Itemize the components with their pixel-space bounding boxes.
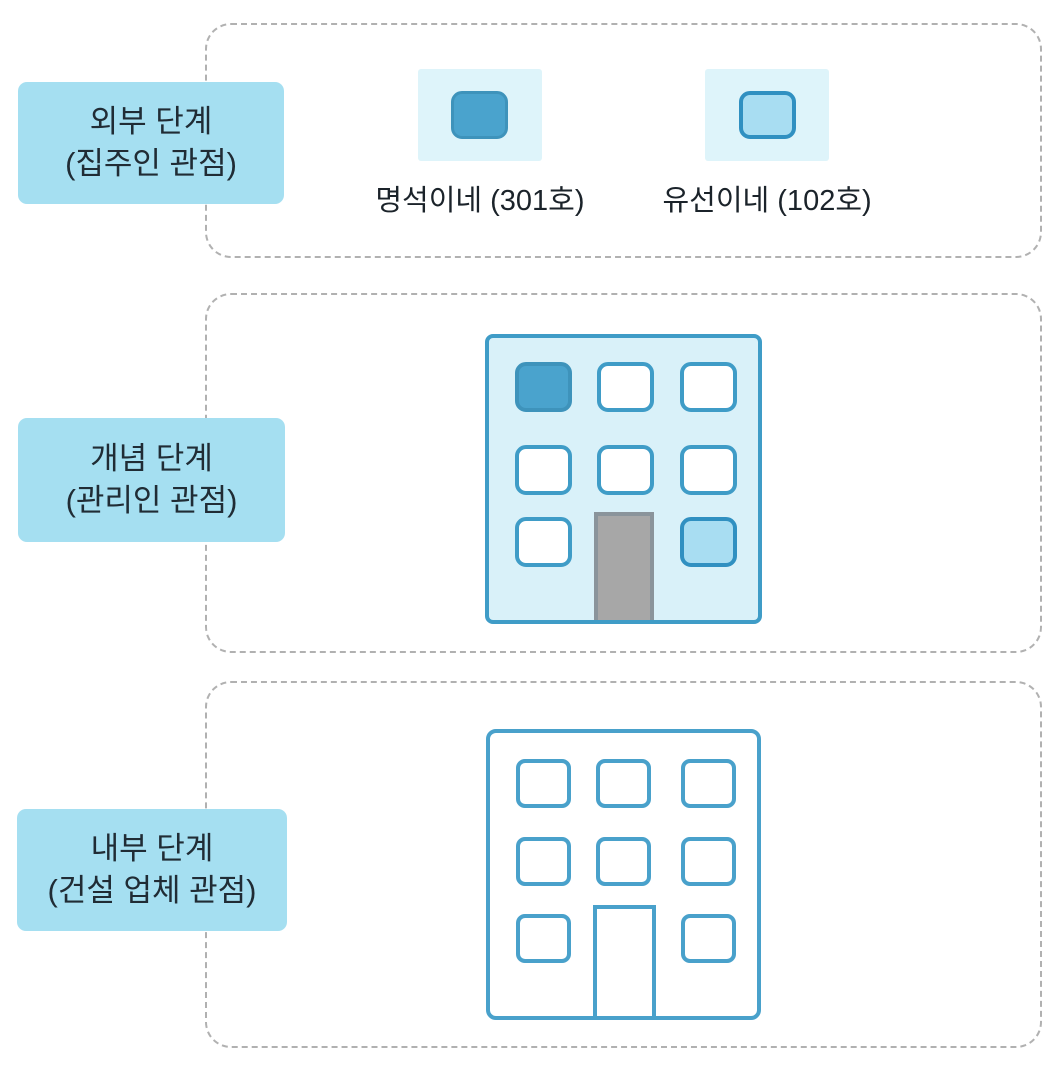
unit-301-swatch-background bbox=[417, 69, 542, 161]
conceptual-level-name: 개념 단계 bbox=[90, 441, 213, 476]
unit-301-caption: 명석이네 (301호) bbox=[375, 185, 585, 217]
internal-level-name: 내부 단계 bbox=[90, 831, 214, 866]
door bbox=[594, 512, 654, 620]
window-unit-102 bbox=[680, 517, 737, 567]
external-view-unit-301: 명석이네 (301호) bbox=[375, 69, 585, 219]
window bbox=[597, 445, 654, 495]
external-level-label: 외부 단계 (집주인 관점) bbox=[18, 82, 284, 204]
unit-102-swatch-icon bbox=[738, 91, 796, 139]
external-level-perspective: (집주인 관점) bbox=[65, 146, 237, 181]
door bbox=[593, 905, 656, 1016]
internal-building-illustration bbox=[486, 729, 761, 1020]
internal-level-perspective: (건설 업체 관점) bbox=[47, 873, 257, 908]
internal-level-panel bbox=[205, 681, 1042, 1048]
window bbox=[515, 445, 572, 495]
window bbox=[680, 445, 737, 495]
window bbox=[680, 362, 737, 412]
external-view-unit-102: 유선이네 (102호) bbox=[663, 69, 872, 219]
window bbox=[516, 837, 571, 886]
conceptual-building-wrap bbox=[207, 295, 1040, 624]
conceptual-level-label: 개념 단계 (관리인 관점) bbox=[18, 418, 285, 542]
external-views-row: 명석이네 (301호) 유선이네 (102호) bbox=[207, 25, 1040, 219]
unit-102-swatch-background bbox=[705, 69, 830, 161]
internal-building-wrap bbox=[207, 683, 1040, 1020]
window bbox=[596, 837, 651, 886]
window bbox=[516, 914, 571, 963]
window bbox=[681, 837, 736, 886]
window-unit-301 bbox=[515, 362, 572, 412]
window bbox=[596, 759, 651, 808]
external-level-panel: 명석이네 (301호) 유선이네 (102호) bbox=[205, 23, 1042, 258]
window bbox=[681, 759, 736, 808]
window bbox=[597, 362, 654, 412]
internal-level-label: 내부 단계 (건설 업체 관점) bbox=[17, 809, 287, 931]
conceptual-level-perspective: (관리인 관점) bbox=[65, 483, 238, 518]
unit-301-swatch-icon bbox=[451, 91, 509, 139]
window bbox=[515, 517, 572, 567]
window bbox=[681, 914, 736, 963]
unit-102-caption: 유선이네 (102호) bbox=[662, 185, 872, 217]
external-level-name: 외부 단계 bbox=[89, 104, 213, 139]
conceptual-building-illustration bbox=[485, 334, 762, 624]
conceptual-level-panel bbox=[205, 293, 1042, 653]
window bbox=[516, 759, 571, 808]
